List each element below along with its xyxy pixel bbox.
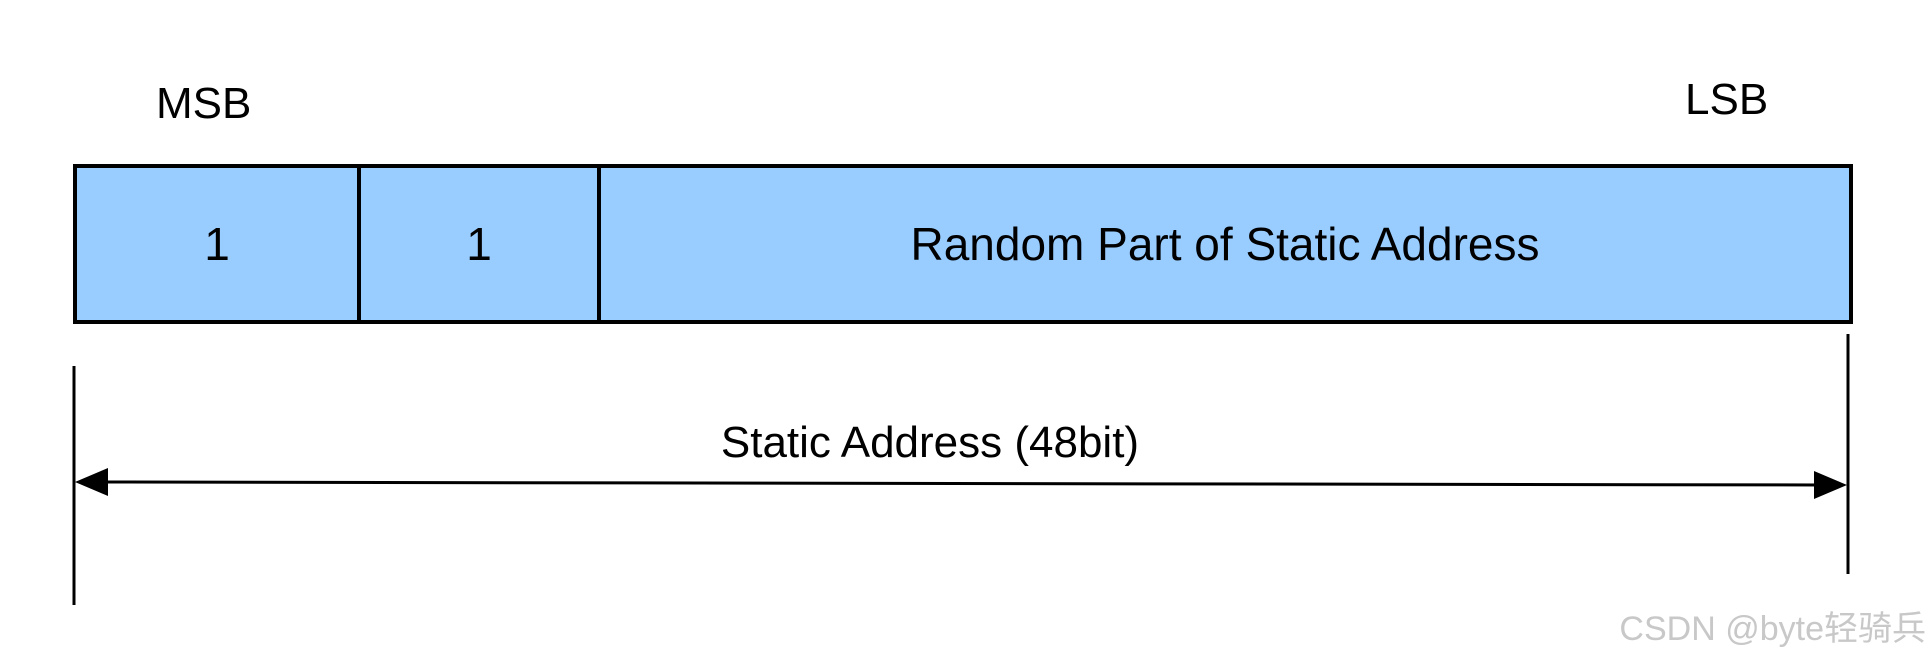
span-label: Static Address (48bit) bbox=[720, 418, 1140, 467]
address-bit-field: 1 1 Random Part of Static Address bbox=[73, 164, 1853, 324]
right-arrowhead bbox=[1814, 471, 1847, 499]
msb-label: MSB bbox=[156, 79, 252, 128]
span-arrow-shaft bbox=[99, 480, 1823, 487]
lsb-label: LSB bbox=[1685, 75, 1769, 124]
field-bit-1: 1 bbox=[77, 168, 357, 320]
watermark: CSDN @byte轻骑兵 bbox=[1619, 610, 1926, 648]
field-bit-2: 1 bbox=[357, 168, 597, 320]
field-random-part: Random Part of Static Address bbox=[597, 168, 1849, 320]
left-arrowhead bbox=[75, 468, 108, 496]
